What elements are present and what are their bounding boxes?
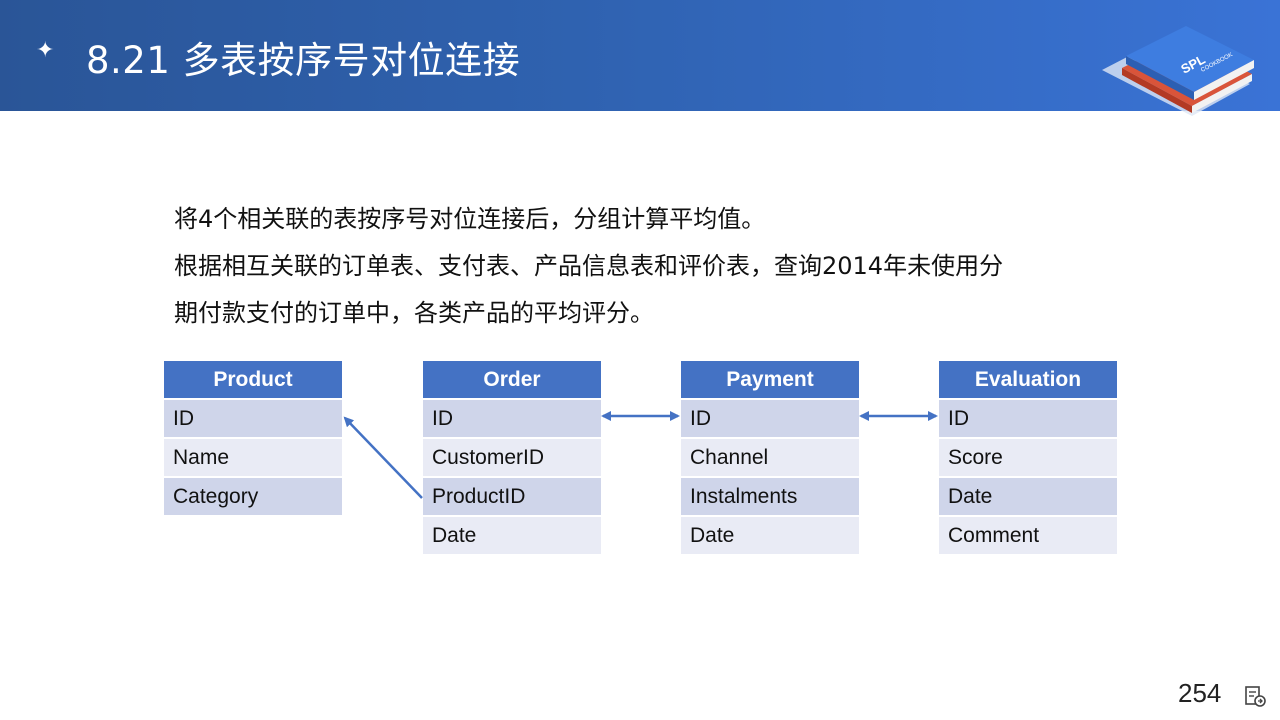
payment-table: Payment ID Channel Instalments Date (681, 361, 859, 556)
arrow-order-productid-to-product-id (343, 416, 423, 499)
slide-notes-icon[interactable] (1243, 684, 1267, 708)
payment-field-instalments: Instalments (681, 478, 859, 517)
order-field-customerid: CustomerID (423, 439, 601, 478)
evaluation-table-header: Evaluation (939, 361, 1117, 400)
slide-title: 8.21 多表按序号对位连接 (86, 39, 521, 82)
order-table: Order ID CustomerID ProductID Date (423, 361, 601, 556)
payment-field-id: ID (681, 400, 859, 439)
product-field-name: Name (164, 439, 342, 478)
evaluation-field-id: ID (939, 400, 1117, 439)
product-field-id: ID (164, 400, 342, 439)
product-field-category: Category (164, 478, 342, 517)
evaluation-table: Evaluation ID Score Date Comment (939, 361, 1117, 556)
intro-line-1: 将4个相关联的表按序号对位连接后，分组计算平均值。 (174, 205, 766, 233)
star-bullet-icon: ✦ (36, 38, 55, 63)
page-number: 254 (1178, 678, 1222, 708)
evaluation-field-date: Date (939, 478, 1117, 517)
order-field-productid: ProductID (423, 478, 601, 517)
slide-header: ✦ 8.21 多表按序号对位连接 (0, 0, 1280, 111)
payment-table-header: Payment (681, 361, 859, 400)
intro-line-2: 根据相互关联的订单表、支付表、产品信息表和评价表，查询2014年未使用分 (174, 252, 1004, 280)
product-table: Product ID Name Category (164, 361, 342, 517)
payment-field-date: Date (681, 517, 859, 556)
evaluation-field-comment: Comment (939, 517, 1117, 556)
payment-field-channel: Channel (681, 439, 859, 478)
intro-line-3: 期付款支付的订单中，各类产品的平均评分。 (174, 299, 654, 327)
intro-text: 将4个相关联的表按序号对位连接后，分组计算平均值。 根据相互关联的订单表、支付表… (174, 196, 1134, 337)
order-field-id: ID (423, 400, 601, 439)
evaluation-field-score: Score (939, 439, 1117, 478)
product-table-header: Product (164, 361, 342, 400)
order-field-date: Date (423, 517, 601, 556)
order-table-header: Order (423, 361, 601, 400)
spl-cookbook-logo-icon: SPL COOKBOOK (1102, 26, 1254, 116)
